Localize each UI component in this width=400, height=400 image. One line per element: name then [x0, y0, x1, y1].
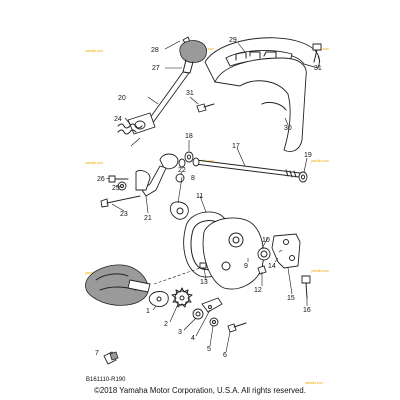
collar-part: [192, 308, 204, 320]
callout-label: 31: [186, 90, 194, 97]
callout-label: 3: [178, 329, 182, 336]
shift-drum-part: [85, 264, 151, 306]
callout-label: 24: [114, 116, 122, 123]
shift-guide-cover-part: [204, 37, 320, 152]
shift-arm-part: [135, 153, 186, 197]
callout-label: 15: [287, 295, 295, 302]
segment-part: [169, 201, 189, 220]
washer-part: [184, 151, 194, 163]
cover-part: [202, 217, 264, 290]
callout-label: 17: [232, 143, 240, 150]
star-gear-part: [171, 287, 193, 308]
callout-label: 5: [207, 346, 211, 353]
callout-label: 31: [314, 65, 322, 72]
watermark: partzilla.com: [85, 161, 103, 165]
bracket-part: [271, 233, 301, 269]
callout-label: 19: [304, 152, 312, 159]
bolt-part: [199, 262, 207, 269]
diagram-code: B161110-R190: [86, 377, 126, 383]
callout-label: 25: [112, 185, 120, 192]
callout-label: 7: [95, 350, 99, 357]
callout-label: 13: [200, 279, 208, 286]
plate-part: [148, 291, 169, 307]
bolt-part: [100, 195, 141, 208]
watermark: partzilla.com: [85, 49, 103, 53]
bolt-part: [312, 43, 322, 63]
watermark: partzilla.com: [305, 381, 323, 385]
callout-label: 2: [164, 321, 168, 328]
callout-label: 4: [191, 335, 195, 342]
callout-label: 20: [118, 95, 126, 102]
clip-part: [103, 351, 119, 365]
callout-label: 18: [185, 133, 193, 140]
bolt-part: [227, 322, 247, 333]
callout-label: 27: [152, 65, 160, 72]
callout-label: 10: [262, 237, 270, 244]
callout-label: 21: [144, 215, 152, 222]
shift-lever-part: [127, 71, 190, 135]
bolt-part: [196, 103, 215, 113]
callout-label: 28: [151, 47, 159, 54]
callout-label: 30: [284, 125, 292, 132]
bolt-part: [108, 175, 129, 183]
shift-knob-part: [179, 36, 207, 74]
callout-label: 14: [268, 263, 276, 270]
watermark: partzilla.com: [311, 269, 329, 273]
callout-label: 26: [97, 176, 105, 183]
bolt-part: [257, 265, 267, 275]
callout-label: 22: [178, 167, 186, 174]
washer-part: [209, 317, 219, 327]
callout-label: 8: [191, 175, 195, 182]
callout-label: 16: [303, 307, 311, 314]
callout-labels: 1 2 3 4 5 6 7 8 9 10 11 12 13 14 15 16 1…: [95, 37, 322, 359]
callout-label: 12: [254, 287, 262, 294]
copyright-notice: ©2018 Yamaha Motor Corporation, U.S.A. A…: [94, 386, 306, 395]
leader-lines: [105, 40, 321, 353]
callout-label: 6: [223, 352, 227, 359]
callout-label: 9: [244, 263, 248, 270]
washer-part: [298, 171, 308, 183]
callout-label: 29: [229, 37, 237, 44]
oil-seal-part: [257, 247, 271, 261]
spring-part: [117, 123, 143, 135]
stopper-lever-part: [201, 297, 223, 313]
callout-label: 1: [146, 308, 150, 315]
watermark: partzilla.com: [311, 159, 329, 163]
callout-label: 23: [120, 211, 128, 218]
bolt-part: [301, 275, 311, 299]
callout-label: 11: [196, 193, 203, 200]
